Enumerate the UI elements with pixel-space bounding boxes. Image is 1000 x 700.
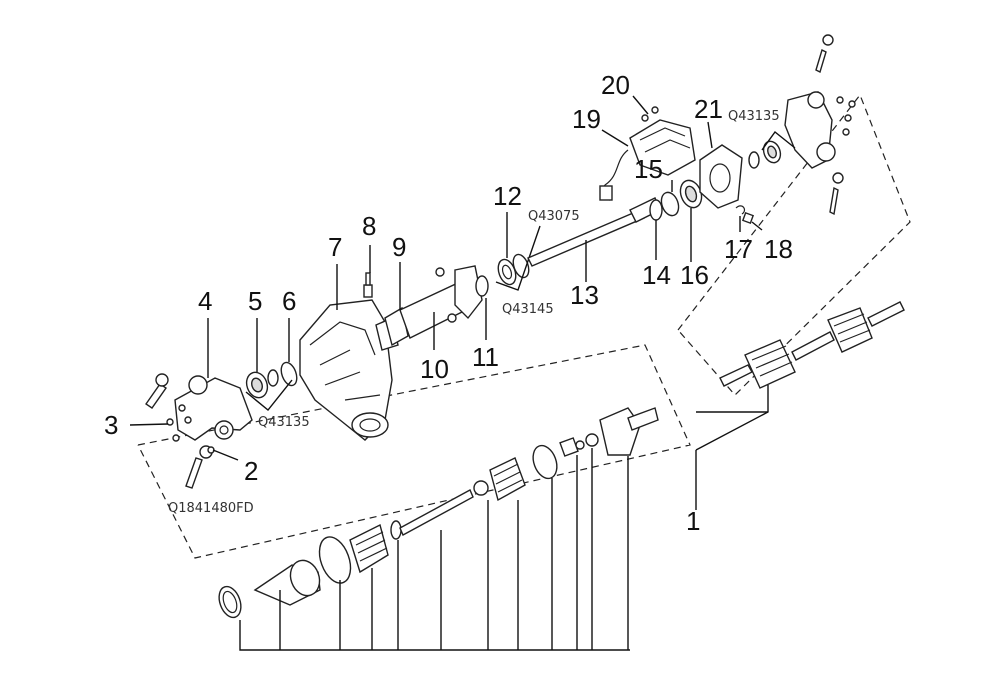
- code-q43135-right: Q43135: [728, 109, 780, 124]
- callout-19: 19: [572, 104, 601, 134]
- callout-20: 20: [601, 70, 630, 100]
- callout-11: 11: [472, 342, 499, 372]
- left-group-boundary: [137, 344, 691, 559]
- breather-plug: [363, 245, 373, 298]
- callout-12: 12: [493, 181, 522, 211]
- drive-shaft-exploded: [218, 407, 697, 651]
- middle-seals: [475, 212, 541, 340]
- callout-4: 4: [198, 286, 212, 316]
- right-mount-bracket: [748, 34, 856, 216]
- callout-13: 13: [570, 280, 599, 310]
- callout-17: 17: [724, 234, 753, 264]
- callout-15: 15: [634, 154, 663, 184]
- callout-10: 10: [420, 354, 449, 384]
- callout-16: 16: [680, 260, 709, 290]
- right-group-boundary: [677, 93, 911, 396]
- callout-2: 2: [244, 456, 258, 486]
- callout-5: 5: [248, 286, 262, 316]
- actuator-assembly: [599, 95, 696, 201]
- code-q43145: Q43145: [502, 302, 554, 317]
- callout-7: 7: [328, 232, 342, 262]
- small-clip-parts: [735, 205, 763, 232]
- differential-housing: [299, 264, 399, 441]
- callout-14: 14: [642, 260, 671, 290]
- callout-21: 21: [694, 94, 723, 124]
- left-seals: [245, 318, 298, 411]
- callout-6: 6: [282, 286, 296, 316]
- code-q43135-left: Q43135: [258, 415, 310, 430]
- callout-3: 3: [104, 410, 118, 440]
- code-q1841480fd: Q1841480FD: [168, 501, 254, 516]
- axle-tube: [384, 262, 483, 350]
- callout-1: 1: [686, 506, 700, 536]
- left-mount-bracket: [129, 318, 253, 489]
- right-housing: [699, 121, 743, 209]
- drive-shaft-assembled: [695, 301, 905, 451]
- callout-9: 9: [392, 232, 406, 262]
- code-q43075: Q43075: [528, 209, 580, 224]
- callout-18: 18: [764, 234, 793, 264]
- right-bearings: [649, 179, 703, 262]
- callout-8: 8: [362, 211, 376, 241]
